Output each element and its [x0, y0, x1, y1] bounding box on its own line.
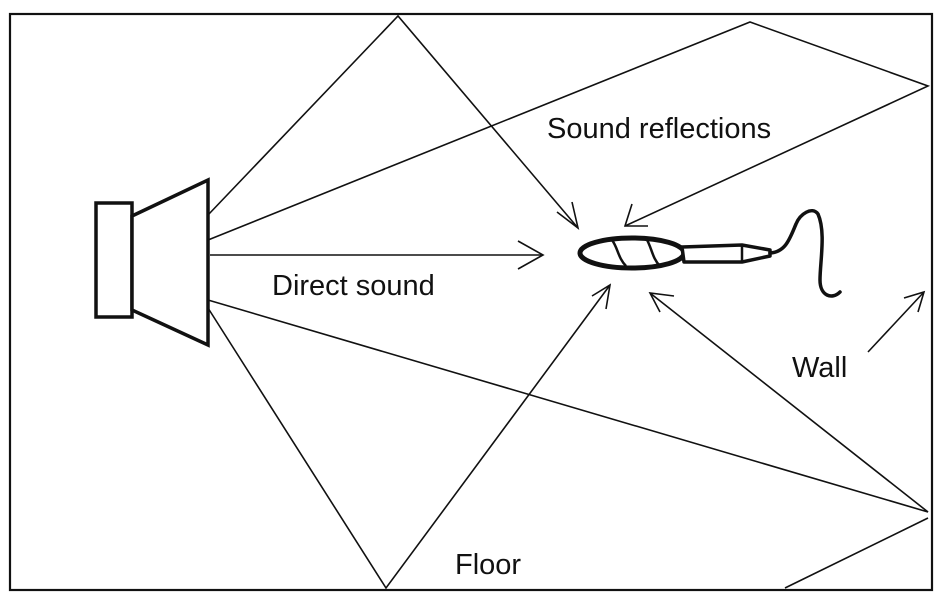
label-sound-reflections: Sound reflections — [547, 113, 771, 145]
label-direct-sound: Direct sound — [272, 270, 435, 302]
arrowhead-wall-pointer — [903, 290, 926, 313]
microphone-grille-stripes — [610, 237, 661, 267]
wall-pointer-line — [867, 291, 925, 353]
arrowhead-floor-reflection — [591, 283, 612, 310]
room-border — [8, 12, 934, 592]
arrowhead-far-wall-reflection — [623, 203, 648, 227]
microphone-body — [680, 243, 772, 264]
loudspeaker — [94, 177, 210, 348]
arrowhead-ceiling-reflection — [556, 201, 580, 230]
microphone-head — [577, 235, 687, 271]
arrowhead-direct-sound — [517, 240, 545, 270]
ray-far-wall-reflection — [207, 21, 931, 241]
microphone-cable — [768, 209, 842, 298]
label-floor: Floor — [455, 549, 521, 581]
arrowhead-floor-wall-reflection — [648, 292, 675, 313]
ray-floor-wall-reflection — [207, 292, 929, 513]
ray-ceiling-reflection — [207, 14, 579, 229]
label-wall: Wall — [792, 352, 847, 384]
ray-floor-reflection — [207, 284, 611, 590]
microphone — [577, 209, 842, 298]
arrowheads — [517, 201, 926, 353]
ray-wall-corner — [784, 517, 929, 589]
speaker-magnet — [94, 201, 134, 319]
speaker-cone — [130, 177, 210, 348]
sound-rays — [207, 14, 931, 590]
